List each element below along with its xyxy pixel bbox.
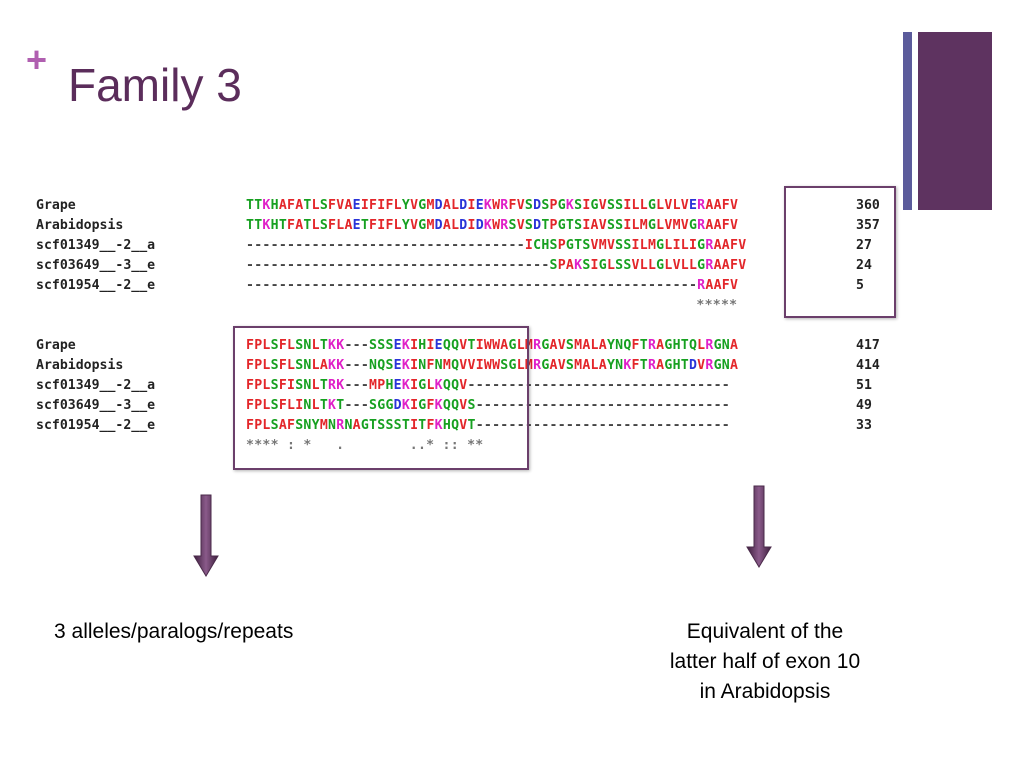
sequence-label: scf01349__-2__a xyxy=(36,378,156,393)
sequence-position: 33 xyxy=(856,418,872,433)
sequence-label: scf01954__-2__e xyxy=(36,418,156,433)
sequence-residues: TTKHAFATLSFVAEIFIFLYVGMDALDIEKWRFVSDSPGK… xyxy=(246,198,739,213)
highlight-box-right xyxy=(784,186,896,318)
slide-title: Family 3 xyxy=(68,59,242,111)
sequence-residues: FPLSFLSNLAKK---NQSEKINFNMQVVIWWSGLMRGAVS… xyxy=(246,358,739,373)
sequence-label: Grape xyxy=(36,338,76,353)
sequence-residues: FPLSAFSNYMNRNAGTSSSTITFKHQVT------------… xyxy=(246,418,730,433)
sequence-residues: TTKHTFATLSFLAETFIFLYVGMDALDIDKWRSVSDTPGT… xyxy=(246,218,739,233)
sequence-label: scf03649__-3__e xyxy=(36,398,156,413)
sequence-label: Grape xyxy=(36,198,76,213)
sequence-position: 5 xyxy=(856,278,864,293)
sequence-residues: FPLSFLINLTKT---SGGDKIGFKQQVS------------… xyxy=(246,398,730,413)
note-right-line2: latter half of exon 10 xyxy=(669,650,861,673)
sequence-position: 357 xyxy=(856,218,880,233)
highlight-box-left xyxy=(233,326,529,470)
sequence-position: 27 xyxy=(856,238,872,253)
decor-bar-thick xyxy=(918,32,992,210)
sequence-residues: FPLSFLSNLTKK---SSSEKIHIEQQVTIWWAGLMRGAVS… xyxy=(246,338,739,353)
sequence-label: Arabidopsis xyxy=(36,358,124,373)
sequence-label: Arabidopsis xyxy=(36,218,124,233)
sequence-residues: -------------------------------------SPA… xyxy=(246,258,747,273)
sequence-residues: ----------------------------------ICHSPG… xyxy=(246,238,747,253)
consensus-symbols: **** : * . ..* :: ** xyxy=(246,438,484,453)
sequence-position: 51 xyxy=(856,378,872,393)
sequence-position: 24 xyxy=(856,258,872,273)
down-arrow-left-icon xyxy=(193,494,219,577)
sequence-residues: ----------------------------------------… xyxy=(246,278,739,293)
sequence-position: 360 xyxy=(856,198,880,213)
note-left: 3 alleles/paralogs/repeats xyxy=(54,620,294,643)
plus-icon: + xyxy=(26,39,48,80)
note-right-line1: Equivalent of the xyxy=(686,620,844,643)
decor-bar-thin xyxy=(903,32,912,210)
sequence-position: 414 xyxy=(856,358,880,373)
sequence-label: scf01349__-2__a xyxy=(36,238,156,253)
down-arrow-right-icon xyxy=(746,485,772,568)
sequence-label: scf03649__-3__e xyxy=(36,258,156,273)
sequence-position: 417 xyxy=(856,338,880,353)
sequence-label: scf01954__-2__e xyxy=(36,278,156,293)
sequence-position: 49 xyxy=(856,398,872,413)
note-right: Equivalent of the latter half of exon 10… xyxy=(625,617,905,707)
consensus-symbols: ***** xyxy=(246,298,738,313)
note-right-line3: in Arabidopsis xyxy=(699,680,831,703)
